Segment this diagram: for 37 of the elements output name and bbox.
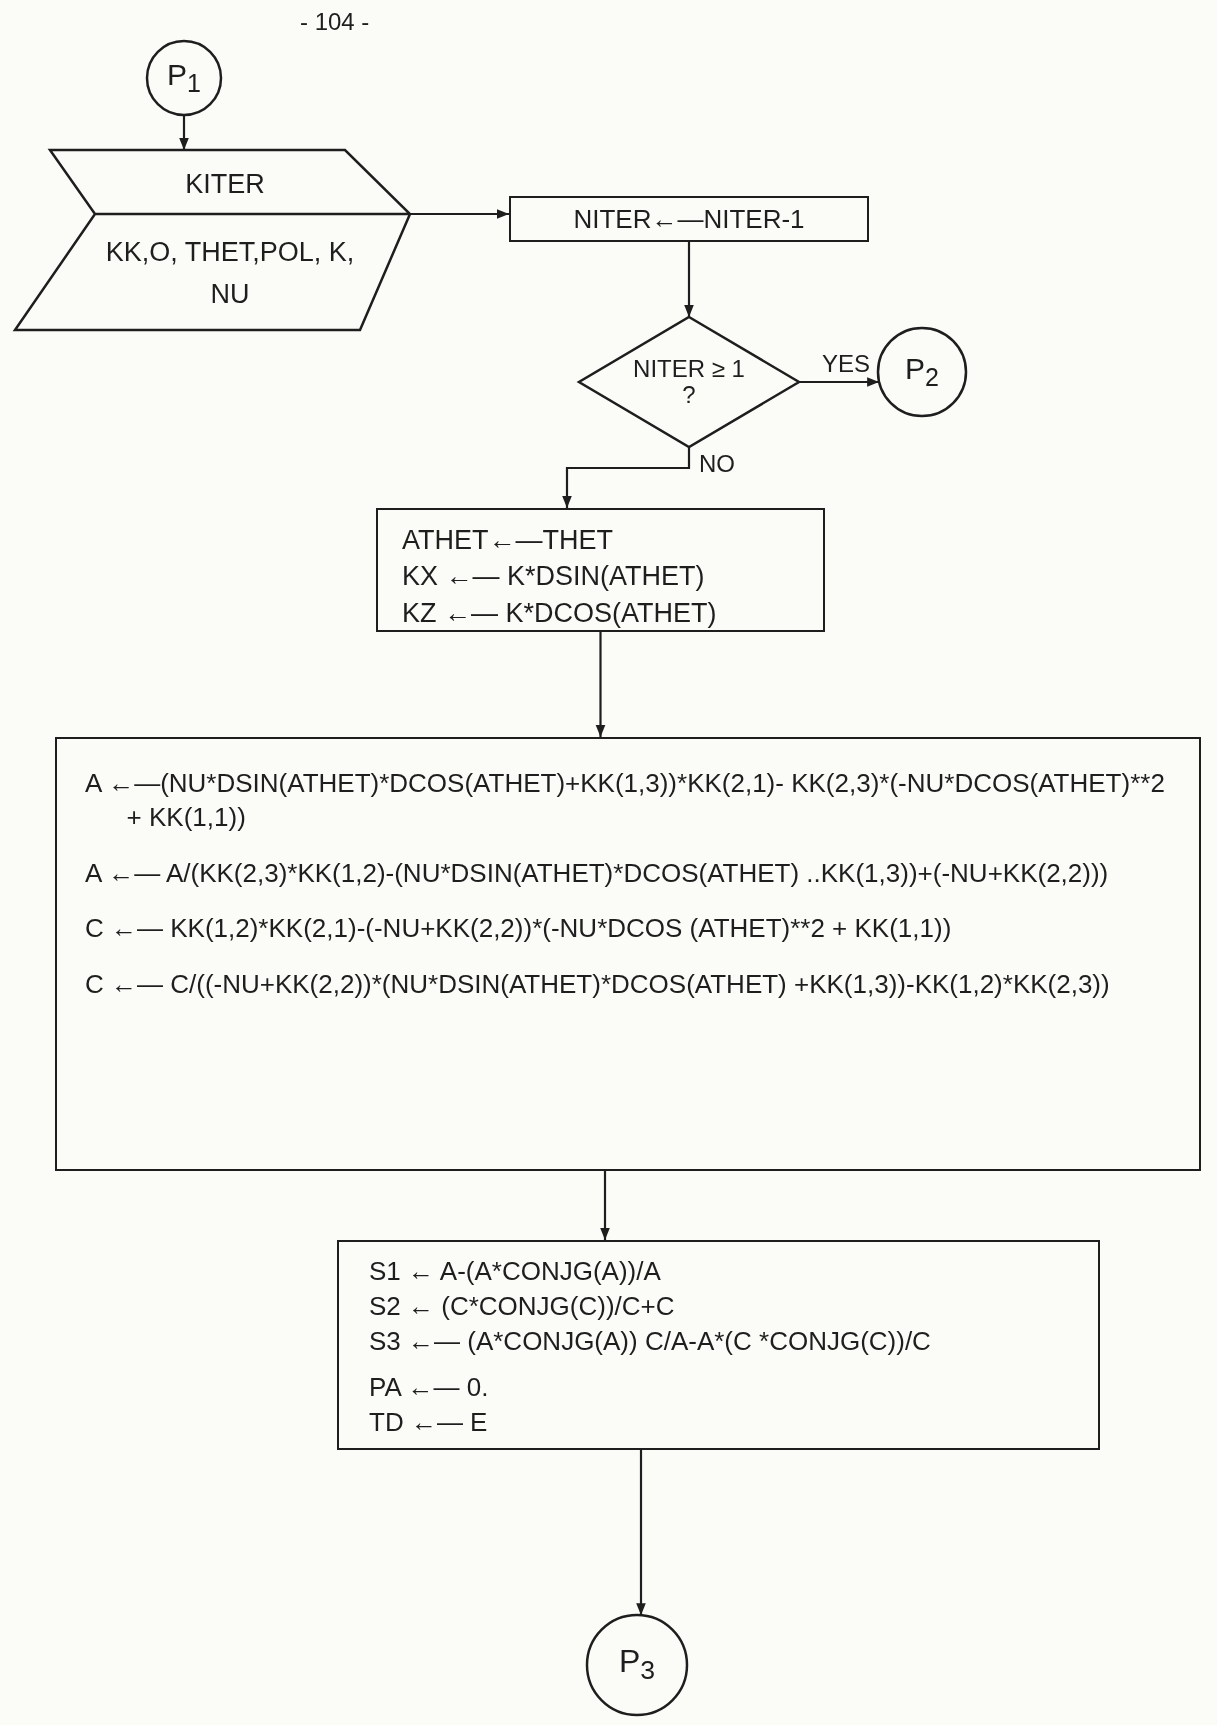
connector-label: P$_{2}$ (905, 352, 939, 392)
arrow (799, 377, 880, 387)
page-number: - 104 - (300, 8, 370, 36)
variable-list: KK,O, THET,POL, K, NU (85, 232, 375, 316)
arrow (179, 115, 189, 150)
arrow (410, 209, 509, 219)
connector-label: P$_{3}$ (618, 1644, 656, 1686)
assignment-text: KZ ←— K*DCOS(ATHET) (402, 596, 718, 630)
decision-diamond (579, 317, 799, 447)
assignment-text: C ←— C/((-NU+KK(2,2))*(NU*DSIN(ATHET)*DCOS(ATHET) +KK(1,3))-KK(1,2)*KK(2,3)) (85, 968, 1111, 1002)
process-box (509, 196, 869, 242)
arrow (595, 632, 606, 737)
assignment-text: ATHET←—THET (402, 524, 614, 557)
assignment-text: KX ←— K*DSIN(ATHET) (402, 560, 706, 593)
assignment-text: S1 ← A-(A*CONJG(A))/A (369, 1256, 662, 1288)
connector-circle (587, 1615, 687, 1715)
process-box (376, 508, 825, 632)
process-box (55, 737, 1201, 1171)
connector-label: P$_{1}$ (167, 58, 201, 98)
arrow (562, 447, 691, 508)
arrow (636, 1450, 646, 1616)
condition-text: NITER ≥ 1 ? (632, 355, 746, 409)
assignment-text: S2 ← (C*CONJG(C))/C+C (369, 1291, 676, 1323)
assignment-text: A ←—(NU*DSIN(ATHET)*DCOS(ATHET)+KK(1,3))*KK(2,1)- KK(2,3)*(-NU*DCOS(ATHET)**2 + KK(1,1)) (85, 767, 1166, 834)
arrow (600, 1171, 610, 1240)
arrow (684, 242, 694, 317)
process-box (337, 1240, 1100, 1450)
assignment-text: C ←— KK(1,2)*KK(2,1)-(-NU+KK(2,2))*(-NU*DCOS (ATHET)**2 + KK(1,1)) (85, 912, 953, 946)
assignment-text: TD ←— E (369, 1406, 489, 1438)
input-output-shape (15, 150, 410, 330)
connector-circle (878, 328, 966, 416)
assignment-text: PA ←— 0. (369, 1371, 490, 1403)
connector-circle (147, 41, 221, 115)
assignment-text: S3 ←— (A*CONJG(A)) C/A-A*(C *CONJG(C))/C (369, 1326, 932, 1358)
assignment-text: A ←— A/(KK(2,3)*KK(1,2)-(NU*DSIN(ATHET)*DCOS(ATHET) ..KK(1,3))+(-NU+KK(2,2))) (85, 856, 1110, 890)
assignment-text: NITER←—NITER-1 (573, 203, 805, 235)
heading-text: KITER (184, 168, 266, 201)
